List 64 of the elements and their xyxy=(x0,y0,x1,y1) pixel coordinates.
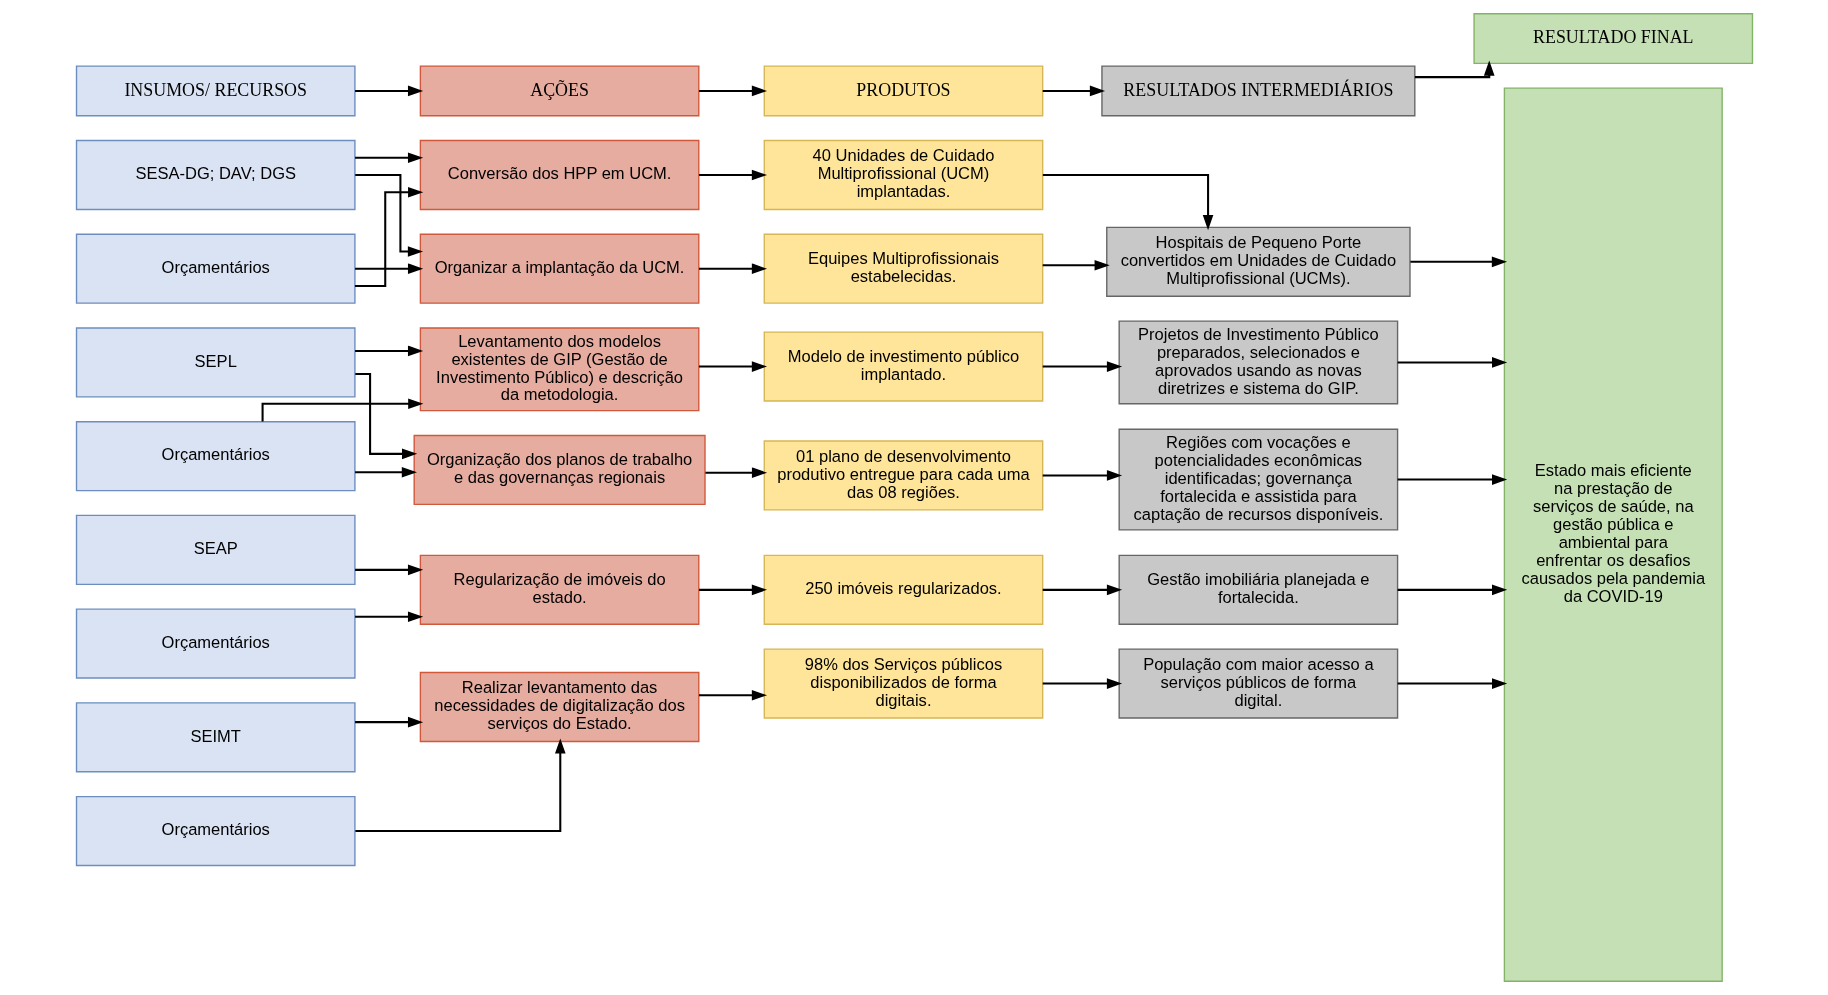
node-box: Orçamentários xyxy=(75,795,356,867)
arrow xyxy=(698,361,767,372)
node-box: SESA-DG; DAV; DGS xyxy=(75,139,356,211)
node-box: SEAP xyxy=(75,514,356,586)
arrow xyxy=(354,345,423,357)
node-box: Orçamentários xyxy=(75,421,356,492)
arrow xyxy=(1042,678,1122,689)
arrow xyxy=(354,738,566,833)
arrow xyxy=(1414,60,1495,79)
node-box: 01 plano de desenvolvimento produtivo entregue para cada uma das 08 regiões. xyxy=(763,440,1043,511)
node-box: Equipes Multiprofissionais estabelecidas. xyxy=(763,233,1043,304)
arrow xyxy=(1042,361,1122,372)
node-box: SEIMT xyxy=(75,702,356,773)
node-box: 250 imóveis regularizados. xyxy=(763,554,1043,625)
arrow xyxy=(698,263,767,275)
node-box: 98% dos Serviços públicos disponibilizados de forma digitais. xyxy=(763,648,1043,719)
arrow xyxy=(1397,584,1507,596)
node-box: AÇÕES xyxy=(419,65,699,117)
node-box: Orçamentários xyxy=(75,233,356,304)
node-box: Organizar a implantação da UCM. xyxy=(419,233,699,304)
node-box: Organização dos planos de trabalho e das governanças regionais xyxy=(413,434,706,506)
arrow xyxy=(698,169,767,181)
node-box: Levantamento dos modelos existentes de GIP (Gestão de Investimento Público) e descrição da metodologia. xyxy=(419,327,699,412)
node-box: Projetos de Investimento Público preparados, selecionados e aprovados usando as novas diretrizes e sistema do GIP. xyxy=(1118,320,1398,405)
node-box: População com maior acesso a serviços públicos de forma digital. xyxy=(1118,648,1398,719)
arrow xyxy=(354,263,423,275)
arrow xyxy=(1397,357,1507,368)
arrow xyxy=(698,85,767,97)
node-box: Conversão dos HPP em UCM. xyxy=(419,139,699,211)
node-box: PRODUTOS xyxy=(763,65,1043,117)
arrow xyxy=(1042,173,1213,231)
arrow xyxy=(354,85,423,97)
node-box: Hospitais de Pequeno Porte convertidos em Unidades de Cuidado Multiprofissional (UCMs). xyxy=(1105,226,1411,297)
arrow xyxy=(704,467,767,478)
node-box: Gestão imobiliária planejada e fortalecida. xyxy=(1118,554,1398,625)
node-box: SEPL xyxy=(75,327,356,398)
node-box: Orçamentários xyxy=(75,608,356,679)
arrow xyxy=(1397,678,1507,689)
arrow xyxy=(1042,470,1122,481)
arrow xyxy=(1042,85,1105,97)
arrow xyxy=(354,173,423,257)
node-box: Realizar levantamento das necessidades de digitalização dos serviços do Estado. xyxy=(419,671,699,743)
node-box: Regiões com vocações e potencialidades econômicas identificadas; governança fortalecida e assistida para captação de recursos disponíveis. xyxy=(1118,428,1398,531)
arrow xyxy=(354,466,417,478)
arrow xyxy=(1409,256,1507,268)
arrow xyxy=(354,611,423,623)
arrow xyxy=(354,152,423,164)
arrow xyxy=(698,584,767,596)
node-box: Estado mais eficiente na prestação de serviços de saúde, na gestão pública e ambiental para enfrentar os desafios causados pela pandemia da COVID-19 xyxy=(1503,87,1723,982)
node-box: Modelo de investimento público implantado. xyxy=(763,331,1043,402)
node-box: Regularização de imóveis do estado. xyxy=(419,554,699,625)
node-box: RESULTADOS INTERMEDIÁRIOS xyxy=(1100,65,1415,117)
arrow xyxy=(1397,474,1507,485)
arrow xyxy=(698,689,767,701)
arrow xyxy=(354,372,417,460)
arrow xyxy=(354,186,423,287)
arrow xyxy=(1042,584,1122,596)
node-box: 40 Unidades de Cuidado Multiprofissional (UCM) implantadas. xyxy=(763,139,1043,211)
arrow xyxy=(354,716,423,728)
node-box: INSUMOS/ RECURSOS xyxy=(75,65,356,117)
arrow xyxy=(354,564,423,576)
node-box: RESULTADO FINAL xyxy=(1472,13,1753,65)
arrow xyxy=(261,398,423,422)
arrow xyxy=(1042,259,1110,271)
